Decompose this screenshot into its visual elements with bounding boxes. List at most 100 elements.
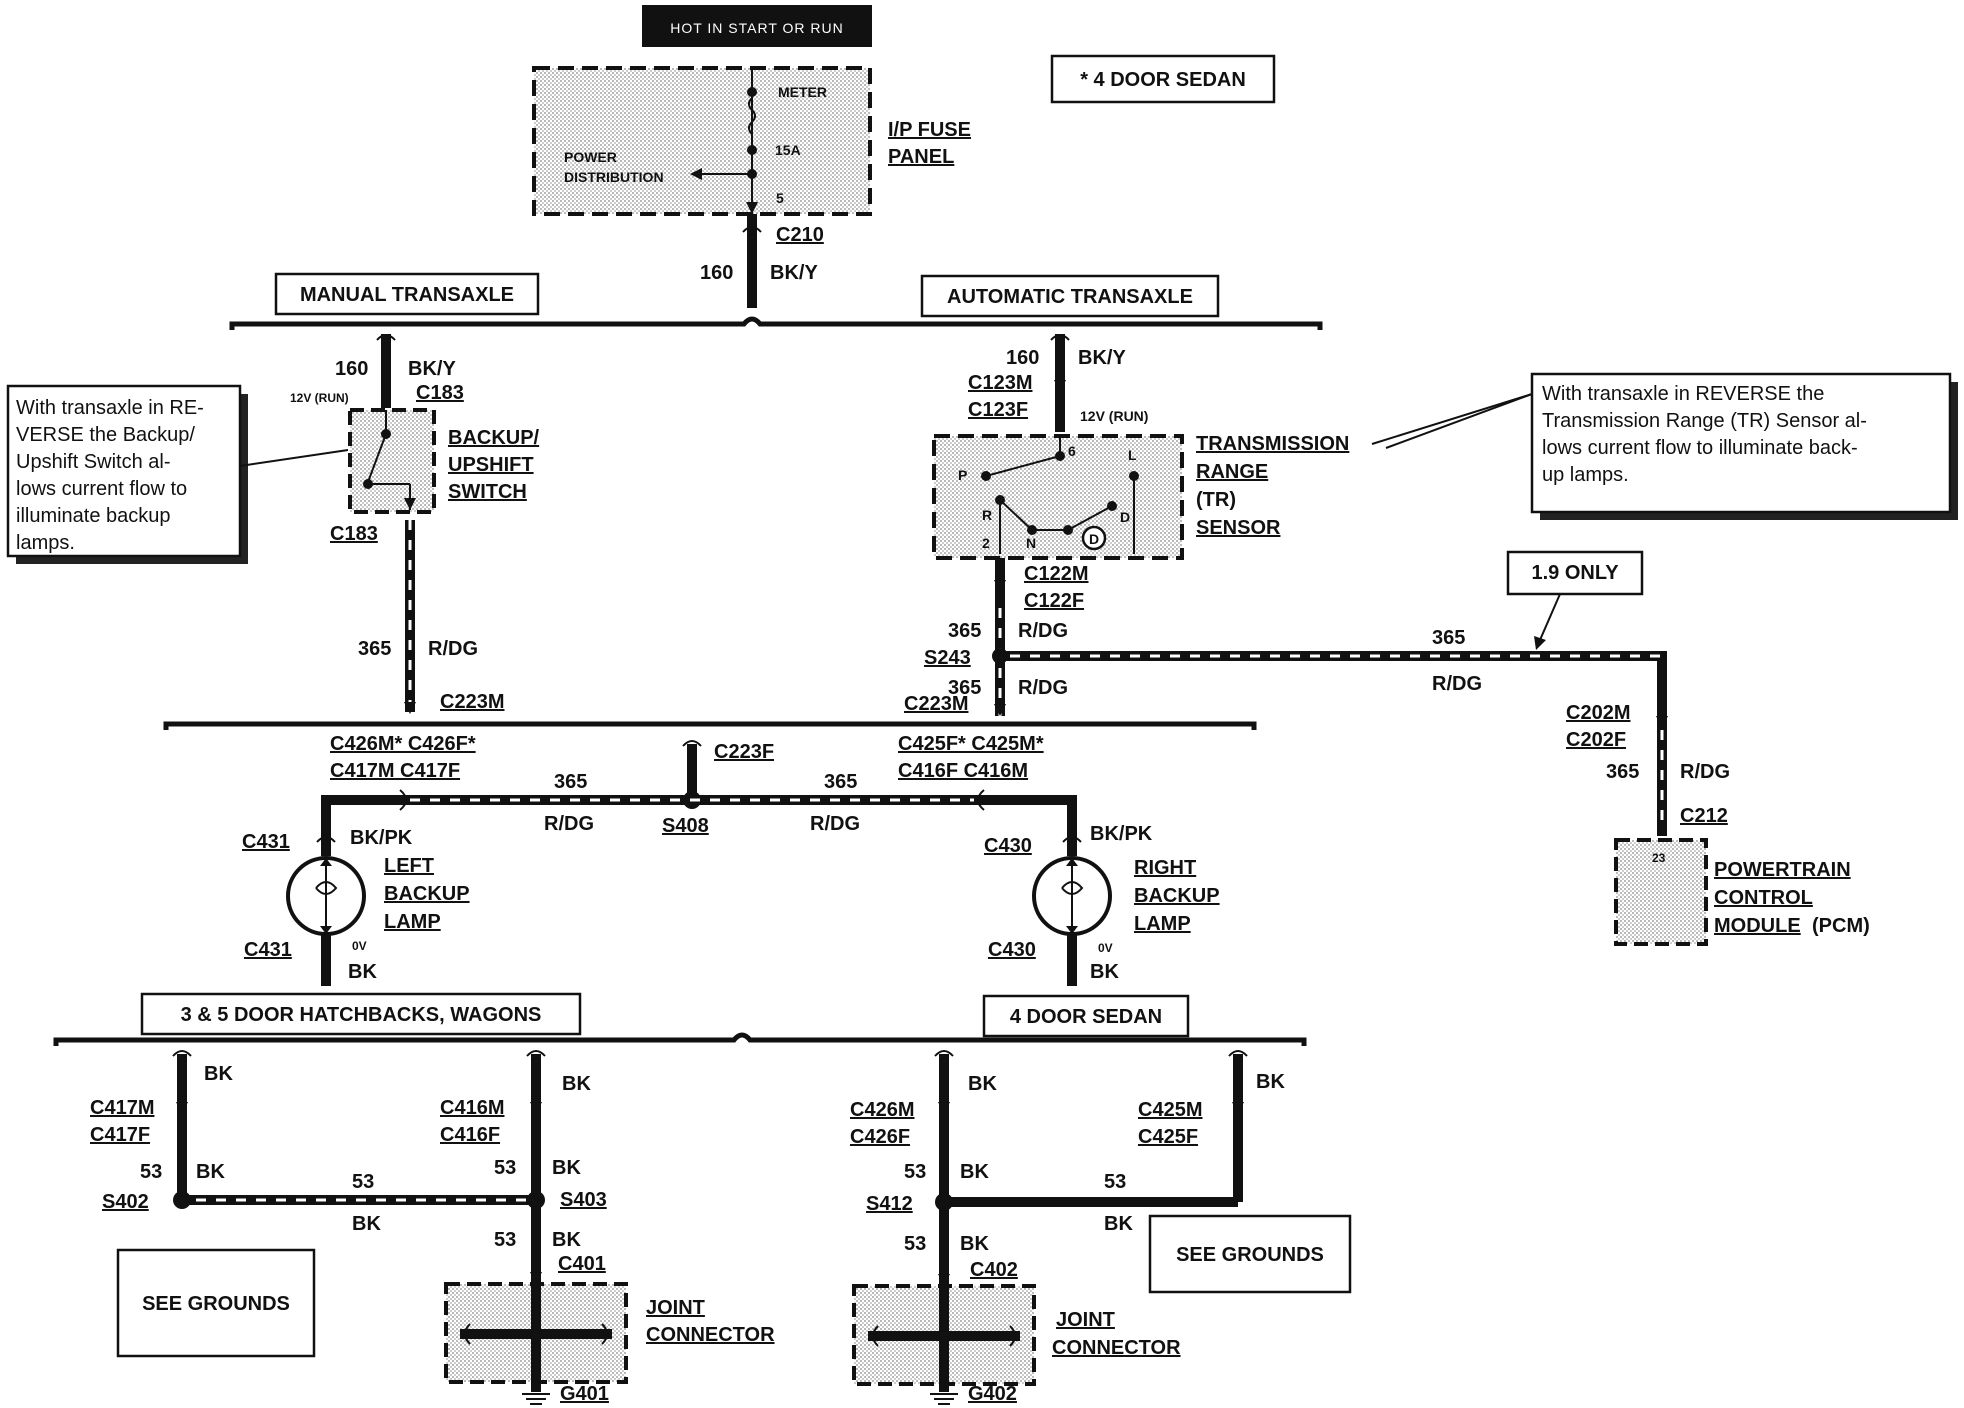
pcm-branch: C202M C202F 365 R/DG C212 23 POWERTRAIN … (1566, 702, 1870, 946)
fuse-pin: 5 (776, 190, 784, 206)
1-9-only-label: 1.9 ONLY (1531, 562, 1619, 584)
tr-sensor-name-4: SENSOR (1196, 517, 1281, 539)
left-lamp-feed-color: BK/PK (350, 827, 413, 849)
switch-name-2: UPSHIFT (448, 454, 534, 476)
c223m-right: C223M (904, 693, 968, 715)
main-feed-color: BK/Y (770, 262, 818, 284)
auto-note-3: lows current flow to illuminate back- (1542, 437, 1858, 459)
lm-circuit: 53 (352, 1171, 374, 1193)
auto-feed-color: BK/Y (1078, 347, 1126, 369)
sedan-label: 4 DOOR SEDAN (1010, 1006, 1162, 1028)
c123f: C123F (968, 399, 1028, 421)
c416m: C416M (440, 1097, 504, 1119)
auto-out-color: R/DG (1018, 620, 1068, 642)
left-joint-name-2: CONNECTOR (646, 1324, 775, 1346)
automatic-branch: 160 BK/Y C123M C123F 12V (RUN) D 6 L P R… (904, 334, 1958, 720)
pcm-name-suffix: (PCM) (1812, 915, 1870, 937)
c210-connector: C210 (776, 224, 824, 246)
rm-circuit: 53 (1104, 1171, 1126, 1193)
rm-color: BK (1104, 1213, 1133, 1235)
g401: G401 (560, 1383, 609, 1405)
left-bus-conn-top: C426M* C426F* (330, 733, 476, 755)
model-note-box: * 4 DOOR SEDAN (1050, 54, 1276, 104)
left-see-grounds: SEE GROUNDS (142, 1293, 290, 1315)
la-color-2: BK (196, 1161, 225, 1183)
right-bus-conn-top: C425F* C425M* (898, 733, 1044, 755)
c212: C212 (1680, 805, 1728, 827)
pcm-name-1: POWERTRAIN (1714, 859, 1851, 881)
pin-r: R (982, 507, 992, 523)
rd-circuit: 53 (904, 1233, 926, 1255)
main-feed-circuit: 160 (700, 262, 733, 284)
auto-down-color: R/DG (1018, 677, 1068, 699)
manual-note-5: illuminate backup (16, 505, 171, 527)
model-note: * 4 DOOR SEDAN (1080, 69, 1246, 91)
left-lamp-name-3: LAMP (384, 911, 441, 933)
left-ground-circuit: BK C417M C417F 53 BK S402 53 BK BK C416M… (90, 1050, 775, 1405)
left-lamp-name-1: LEFT (384, 855, 434, 877)
right-ground-circuit: BK C426M C426F 53 BK S412 53 BK BK C425M… (850, 1050, 1352, 1405)
fuse-panel-name-1: I/P FUSE (888, 119, 971, 141)
fuse-rating: 15A (775, 142, 801, 158)
auto-out-circuit: 365 (948, 620, 981, 642)
c431-top: C431 (242, 831, 290, 853)
right-lamp-voltage: 0V (1098, 941, 1113, 955)
s243-splice: S243 (924, 647, 971, 669)
manual-note-1: With transaxle in RE- (16, 397, 204, 419)
lb-color: BK (562, 1073, 591, 1095)
tr-sensor-name-3: (TR) (1196, 489, 1236, 511)
pcm-name-3: MODULE (1714, 915, 1801, 937)
c426m: C426M (850, 1099, 914, 1121)
tr-sensor-name-1: TRANSMISSION (1196, 433, 1349, 455)
ld-circuit: 53 (494, 1229, 516, 1251)
ra-circuit: 53 (904, 1161, 926, 1183)
c425f: C425F (1138, 1126, 1198, 1148)
manual-note-4: lows current flow to (16, 478, 187, 500)
power-distribution-label-2: DISTRIBUTION (564, 169, 664, 185)
right-backup-lamp-group: C430 BK/PK RIGHT BACKUP LAMP C430 0V BK (984, 823, 1220, 986)
powertrain-control-module (1614, 838, 1708, 946)
c202f: C202F (1566, 729, 1626, 751)
hatchbacks-label: 3 & 5 DOOR HATCHBACKS, WAGONS (181, 1004, 542, 1026)
c122f: C122F (1024, 590, 1084, 612)
s408-splice: S408 (662, 815, 709, 837)
c425m: C425M (1138, 1099, 1202, 1121)
left-backup-lamp-group: C431 BK/PK LEFT BACKUP LAMP C431 0V BK (242, 827, 470, 986)
power-header: HOT IN START OR RUN (642, 5, 872, 47)
automatic-transaxle-label: AUTOMATIC TRANSAXLE (947, 286, 1193, 308)
ra-color-2: BK (960, 1161, 989, 1183)
manual-note-3: Upshift Switch al- (16, 451, 171, 473)
pcm-feed-color-top: R/DG (1432, 673, 1482, 695)
manual-feed-circuit: 160 (335, 358, 368, 380)
right-joint-name-1: JOINT (1056, 1309, 1115, 1331)
bus-right-circuit: 365 (824, 771, 857, 793)
tr-sensor-name-2: RANGE (1196, 461, 1268, 483)
pcm-name-2: CONTROL (1714, 887, 1813, 909)
c122m: C122M (1024, 563, 1088, 585)
manual-out-color: R/DG (428, 638, 478, 660)
pin-p: P (958, 467, 967, 483)
auto-note-1: With transaxle in REVERSE the (1542, 383, 1824, 405)
right-lamp-name-3: LAMP (1134, 913, 1191, 935)
right-lamp-ground-color: BK (1090, 961, 1119, 983)
switch-name-1: BACKUP/ (448, 427, 540, 449)
meter-label: METER (778, 84, 827, 100)
bus-left-circuit: 365 (554, 771, 587, 793)
main-feed: C210 160 BK/Y (700, 214, 824, 308)
right-see-grounds: SEE GROUNDS (1176, 1244, 1324, 1266)
manual-voltage: 12V (RUN) (290, 391, 349, 405)
od-pin: D (1089, 531, 1099, 547)
s403-splice: S403 (560, 1189, 607, 1211)
c183-bottom: C183 (330, 523, 378, 545)
right-lamp-name-1: RIGHT (1134, 857, 1196, 879)
manual-note-6: lamps. (16, 532, 75, 554)
right-bus-conn-bottom: C416F C416M (898, 760, 1028, 782)
c426f: C426F (850, 1126, 910, 1148)
power-distribution-label-1: POWER (564, 149, 617, 165)
c223f: C223F (714, 741, 774, 763)
ground-bus: 3 & 5 DOOR HATCHBACKS, WAGONS 4 DOOR SED… (53, 992, 1307, 1046)
s412-splice: S412 (866, 1193, 913, 1215)
lm-color: BK (352, 1213, 381, 1235)
manual-branch: 160 BK/Y 12V (RUN) C183 BACKUP/ UPSHIFT … (6, 334, 540, 714)
left-lamp-voltage: 0V (352, 939, 367, 953)
